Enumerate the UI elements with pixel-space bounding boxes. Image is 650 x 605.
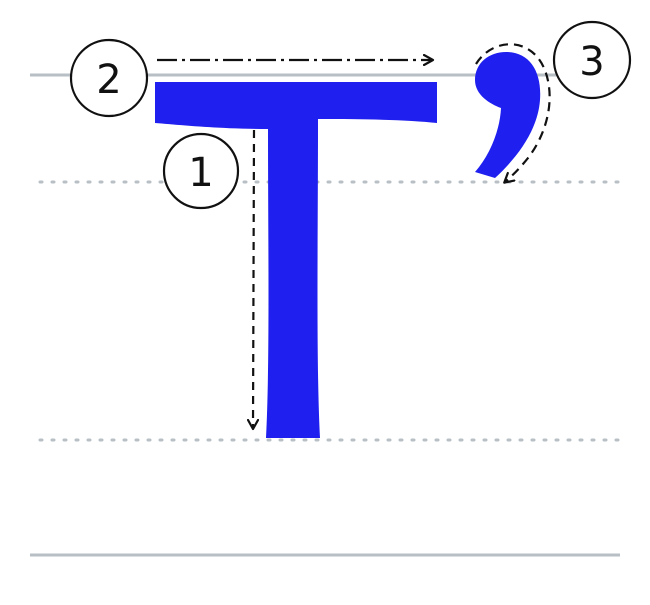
stroke-2-number: 2 [96, 57, 121, 103]
stroke-1-number: 1 [188, 150, 213, 196]
stroke-1-marker [162, 132, 240, 210]
stroke-1-path [253, 129, 254, 428]
stroke-3-marker [552, 20, 632, 100]
stroke-2-marker [69, 38, 149, 118]
stroke-3-path [475, 43, 551, 182]
glyph-t [155, 82, 437, 438]
stroke-3-number: 3 [579, 39, 604, 85]
glyph-comma-mark [475, 52, 541, 178]
